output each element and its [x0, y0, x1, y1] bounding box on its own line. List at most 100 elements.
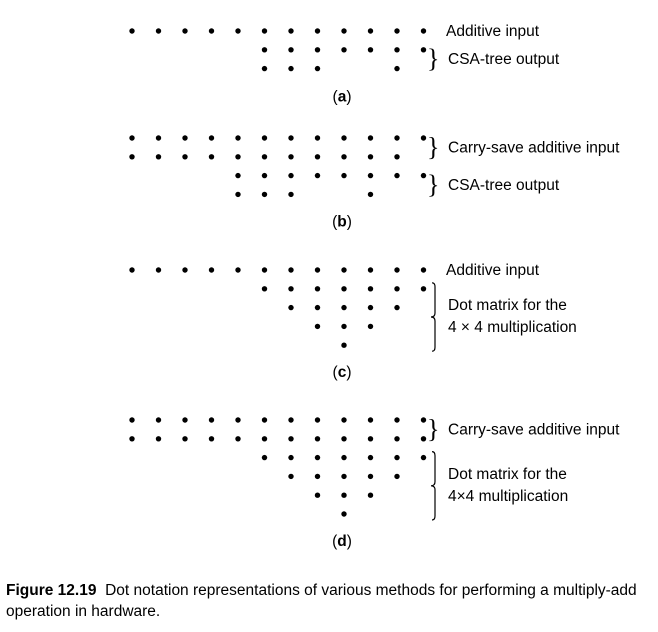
- row-label: 4×4 multiplication: [448, 488, 568, 505]
- dot: [367, 417, 374, 423]
- dot: [420, 286, 427, 292]
- dot: [261, 172, 268, 179]
- dot: [288, 65, 294, 72]
- dot: [314, 436, 321, 442]
- brace-icon: }: [427, 170, 439, 199]
- brace-icon: }: [427, 132, 439, 161]
- dot: [367, 492, 374, 498]
- dot: [341, 47, 347, 53]
- dot: [367, 191, 374, 198]
- dot: [394, 267, 400, 273]
- dot: [314, 28, 321, 34]
- panel-letter: d: [337, 533, 346, 550]
- dot: [367, 267, 374, 273]
- dot: [420, 454, 427, 461]
- dot: [261, 417, 268, 423]
- dot: [367, 135, 374, 141]
- dot: [155, 154, 162, 160]
- dot: [341, 511, 347, 517]
- dot: [394, 135, 400, 141]
- dot: [261, 47, 268, 53]
- dot: [182, 28, 188, 34]
- dot: [341, 304, 347, 311]
- dot: [341, 342, 347, 348]
- dot: [314, 47, 321, 53]
- dot: [420, 28, 427, 34]
- dot: [394, 172, 400, 179]
- dot: [367, 172, 374, 179]
- panel-label: (a): [333, 89, 352, 106]
- dot: [182, 417, 188, 423]
- dot: [367, 473, 374, 480]
- dot: [367, 436, 374, 442]
- dot: [129, 135, 135, 141]
- dot: [155, 28, 162, 34]
- dot: [394, 454, 400, 461]
- panel-letter: b: [337, 213, 346, 230]
- dot: [420, 47, 427, 53]
- dot: [314, 323, 321, 330]
- dot: [261, 65, 268, 72]
- row-label: Carry-save additive input: [448, 139, 620, 156]
- dot: [341, 286, 347, 292]
- dot: [182, 267, 188, 273]
- dot: [314, 267, 321, 273]
- dot: [394, 436, 400, 442]
- dot: [235, 28, 241, 34]
- dot: [314, 172, 321, 179]
- dot: [394, 28, 400, 34]
- row-label: Additive input: [446, 23, 540, 40]
- dot: [261, 135, 268, 141]
- dot: [235, 267, 241, 273]
- dot: [182, 135, 188, 141]
- dot: [341, 492, 347, 498]
- dot: [288, 473, 294, 480]
- brace-icon: [430, 451, 436, 521]
- dot: [341, 454, 347, 461]
- dot: [367, 28, 374, 34]
- panel-b: } Carry-save additive input} CSA-tree outp…: [129, 132, 620, 230]
- dot: [394, 47, 400, 53]
- dot: [420, 135, 427, 141]
- dot: [129, 267, 135, 273]
- dot: [155, 267, 162, 273]
- dot: [182, 154, 188, 160]
- dot: [129, 436, 135, 442]
- dot: [208, 135, 215, 141]
- panel-label: (d): [332, 533, 352, 550]
- dot: [341, 135, 347, 141]
- row-label: Carry-save additive input: [448, 421, 620, 438]
- panel-letter: a: [338, 89, 347, 106]
- dot: [314, 154, 321, 160]
- dot: [261, 267, 268, 273]
- dot: [314, 304, 321, 311]
- dot: [288, 436, 294, 442]
- row-label: CSA-tree output: [448, 177, 560, 194]
- dot: [394, 65, 400, 72]
- dot: [288, 267, 294, 273]
- dot: [367, 304, 374, 311]
- dot: [367, 323, 374, 330]
- dot: [341, 436, 347, 442]
- row-label: CSA-tree output: [448, 51, 560, 68]
- dot: [235, 135, 241, 141]
- panel-label: (c): [333, 364, 352, 381]
- dot: [129, 28, 135, 34]
- dot: [314, 135, 321, 141]
- dot: [208, 436, 215, 442]
- row-label: Dot matrix for the: [448, 297, 567, 314]
- panel-letter: c: [338, 364, 347, 381]
- dot: [261, 286, 268, 292]
- dot: [314, 65, 321, 72]
- dot: [367, 154, 374, 160]
- dot: [341, 473, 347, 480]
- figure-number: Figure 12.19: [6, 582, 97, 599]
- dot: [235, 172, 241, 179]
- dot: [129, 154, 135, 160]
- dot: [182, 436, 188, 442]
- dot: [341, 267, 347, 273]
- dot: [394, 304, 400, 311]
- caption-text: Dot notation representations of various …: [6, 582, 637, 620]
